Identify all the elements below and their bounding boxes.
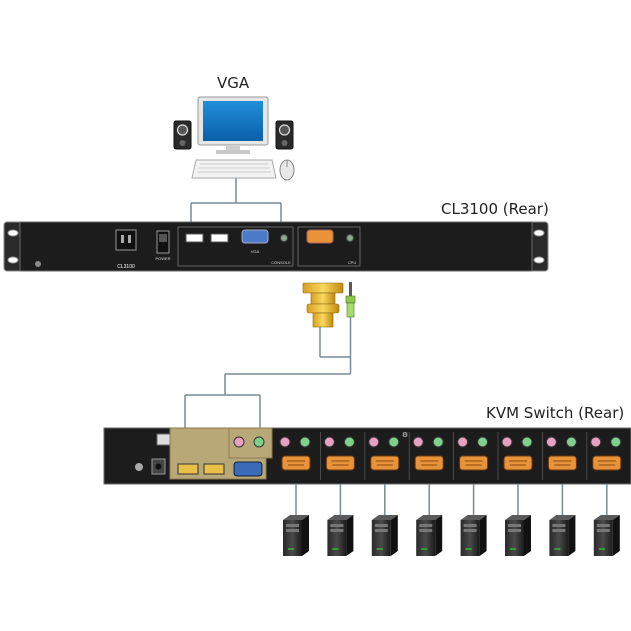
power-label: POWER <box>155 256 170 261</box>
computer-tower-8 <box>593 484 620 556</box>
computer-group <box>283 484 620 556</box>
cl3100-model-badge: CL3100 <box>117 264 135 270</box>
kvm-port-5 <box>453 432 489 480</box>
console-port-section: VGA CONSOLE <box>177 226 294 267</box>
monitor-icon <box>197 96 269 154</box>
speaker-port <box>565 436 577 448</box>
mic-port <box>279 436 291 448</box>
mic-port <box>457 436 469 448</box>
computer-tower-icon <box>505 515 531 556</box>
speaker-port <box>432 436 444 448</box>
usb-port <box>177 463 199 475</box>
speaker-port <box>610 436 622 448</box>
ground-screw-icon <box>135 463 143 471</box>
speaker-port <box>388 436 400 448</box>
vga-port <box>325 455 355 471</box>
console-cable <box>190 178 282 222</box>
computer-tower-5 <box>460 484 487 556</box>
computer-tower-7 <box>549 484 576 556</box>
kvm-port-6 <box>497 432 533 480</box>
ground-screw-icon <box>35 261 41 267</box>
mouse-icon <box>279 159 295 181</box>
kvm-switch-label: KVM Switch (Rear) <box>486 404 625 422</box>
computer-tower-1 <box>283 484 309 556</box>
computer-tower-icon <box>327 515 354 556</box>
power-switch[interactable] <box>156 230 170 254</box>
computer-tower-3 <box>371 484 398 556</box>
vga-port <box>592 455 622 471</box>
console-speaker-port <box>253 436 265 448</box>
keyboard-icon <box>191 159 277 179</box>
vga-port <box>281 455 311 471</box>
speaker-port <box>477 436 489 448</box>
console-label: CONSOLE <box>271 260 291 265</box>
computer-tower-icon <box>283 515 309 556</box>
usb-port <box>185 233 204 243</box>
computer-tower-icon <box>371 515 398 556</box>
vga-label: VGA <box>217 74 250 92</box>
computer-tower-6 <box>505 484 531 556</box>
mic-port <box>323 436 335 448</box>
speaker-port <box>299 436 311 448</box>
mic-port <box>412 436 424 448</box>
computer-tower-icon <box>549 515 576 556</box>
power-socket-icon <box>115 229 137 251</box>
computer-tower-icon <box>416 515 443 556</box>
speaker-left-icon <box>173 120 192 150</box>
speaker-right-icon <box>275 120 294 150</box>
vga-port <box>547 455 577 471</box>
kvm-port-3 <box>364 432 400 480</box>
mic-port <box>501 436 513 448</box>
rack-ear-right <box>529 221 549 272</box>
kvm-port-1 <box>279 436 311 471</box>
gear-icon: ⚙ <box>402 431 408 439</box>
computer-tower-icon <box>593 515 620 556</box>
kvm-link-cable <box>184 327 352 430</box>
kvm-port-8 <box>586 432 622 480</box>
kvm-port-7 <box>542 432 577 480</box>
rj45-port-icon <box>156 433 172 446</box>
computer-tower-icon <box>460 515 487 556</box>
mic-port <box>545 436 557 448</box>
console-vga-label: VGA <box>251 249 260 254</box>
cpu-port-section: CPU <box>297 226 361 267</box>
console-vga-port <box>241 229 269 244</box>
kvm-port-group <box>279 432 622 480</box>
speaker-port <box>521 436 533 448</box>
vga-audio-connector <box>302 282 356 330</box>
cl3100-label: CL3100 (Rear) <box>441 200 549 218</box>
kvm-port-2 <box>319 432 355 480</box>
vga-port <box>459 455 489 471</box>
usb-port <box>203 463 225 475</box>
usb-port <box>210 233 229 243</box>
kvm-switch-rear-panel: ⚙ <box>103 427 631 485</box>
rack-ear-left <box>3 221 23 272</box>
cpu-vga-port <box>306 229 334 244</box>
console-mic-port <box>233 436 245 448</box>
mic-port <box>590 436 602 448</box>
cl3100-rear-panel: CL3100 POWER VGA CONSOLE CPU <box>3 221 549 272</box>
vga-port <box>503 455 533 471</box>
audio-port-icon <box>280 234 288 242</box>
mic-port <box>368 436 380 448</box>
cpu-label: CPU <box>348 260 357 265</box>
kvm-port-4 <box>408 432 444 480</box>
speaker-port <box>343 436 355 448</box>
computer-tower-2 <box>327 484 354 556</box>
vga-console-computer <box>173 96 295 181</box>
computer-tower-4 <box>416 484 443 556</box>
cpu-audio-port-icon <box>346 234 354 242</box>
console-vga-port <box>233 461 263 477</box>
vga-port <box>414 455 444 471</box>
vga-port <box>370 455 400 471</box>
